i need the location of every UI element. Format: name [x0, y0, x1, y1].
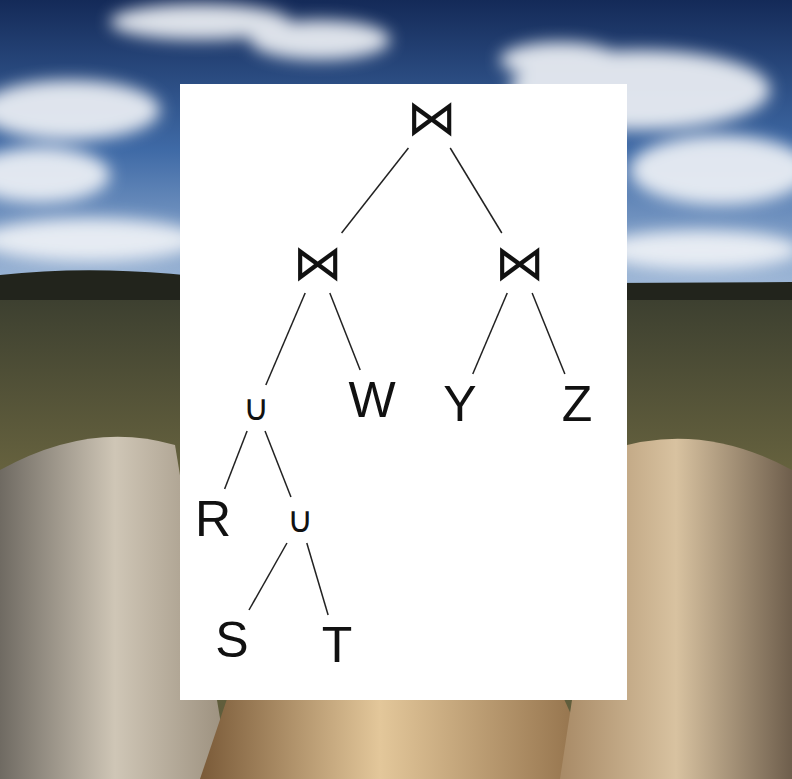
- tree-edge: [450, 148, 502, 233]
- join-operator: ⋈: [291, 236, 345, 290]
- tree-edge: [342, 148, 409, 233]
- node-text: ∪: [287, 502, 313, 538]
- join-operator: ⋈: [493, 236, 547, 290]
- tree-edge: [307, 543, 328, 615]
- node-text: ⋈: [407, 93, 457, 143]
- tree-edge: [532, 293, 565, 374]
- tree-edge: [330, 293, 360, 370]
- pipe: [200, 690, 600, 779]
- node-text: Y: [443, 379, 476, 429]
- node-text: ∪: [243, 390, 269, 426]
- join-operator: ⋈: [405, 91, 459, 145]
- node-text: R: [195, 494, 231, 544]
- union-operator: ∪: [241, 388, 271, 428]
- union-operator: ∪: [285, 500, 315, 540]
- relation-name: Y: [441, 377, 478, 431]
- tree-edge: [266, 293, 305, 385]
- relation-name: W: [346, 373, 397, 427]
- relation-name: R: [193, 492, 233, 546]
- node-text: ⋈: [495, 238, 545, 288]
- node-text: T: [322, 620, 353, 670]
- tree-edge: [473, 293, 507, 374]
- tree-edge: [249, 543, 287, 610]
- relation-name: T: [320, 618, 355, 672]
- node-text: Z: [562, 379, 593, 429]
- relation-name: Z: [560, 377, 595, 431]
- node-text: S: [215, 615, 248, 665]
- node-text: W: [348, 375, 395, 425]
- node-text: ⋈: [293, 238, 343, 288]
- relation-name: S: [213, 613, 250, 667]
- tree-edge: [225, 431, 247, 489]
- tree-edge: [265, 431, 291, 497]
